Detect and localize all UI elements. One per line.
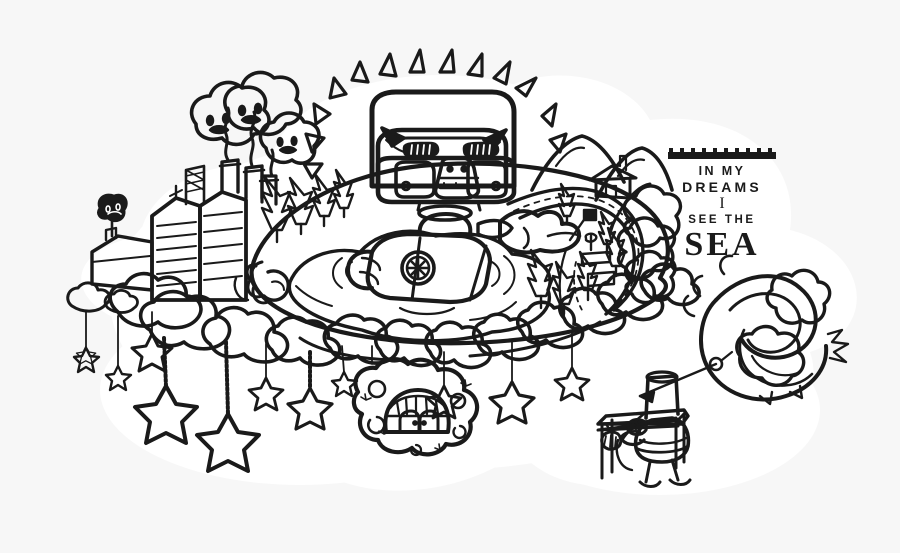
cassette-buttons bbox=[441, 182, 471, 187]
star bbox=[104, 364, 133, 392]
caption-line-3: I bbox=[719, 195, 725, 212]
submarine bbox=[332, 204, 516, 316]
caption-line-5: SEA bbox=[684, 226, 760, 263]
sparkle bbox=[360, 379, 472, 451]
waterfall-pipe bbox=[233, 260, 290, 305]
pine-forest-left bbox=[260, 168, 355, 244]
smoke-face-3 bbox=[276, 135, 298, 155]
smoke-face-2 bbox=[237, 102, 263, 125]
dreamer bbox=[596, 370, 692, 488]
star bbox=[72, 346, 101, 374]
star bbox=[247, 376, 285, 412]
boombox bbox=[302, 48, 568, 212]
boombox-rays bbox=[302, 48, 568, 180]
star bbox=[133, 384, 199, 445]
star bbox=[488, 380, 536, 425]
pine-forest-right bbox=[526, 182, 627, 316]
caption-line-1: IN MY bbox=[698, 164, 746, 178]
star bbox=[130, 332, 174, 373]
speaker-grilles bbox=[402, 141, 500, 158]
star bbox=[553, 366, 591, 402]
star bbox=[195, 412, 261, 473]
ink-layer bbox=[66, 48, 850, 488]
cloud-bank bbox=[66, 262, 701, 370]
caption-line-2: DREAMS bbox=[682, 179, 762, 195]
star bbox=[286, 386, 334, 431]
star bbox=[75, 345, 97, 365]
round-tree-clump bbox=[616, 184, 683, 305]
big-wave bbox=[638, 254, 850, 406]
caption-line-4: SEE THE bbox=[688, 214, 756, 226]
caption-rule bbox=[668, 148, 776, 159]
island-underside bbox=[298, 320, 602, 362]
factory bbox=[90, 158, 280, 302]
caption-block: IN MY DREAMS I SEE THE SEA bbox=[668, 148, 776, 263]
smoke-faces bbox=[189, 70, 321, 178]
